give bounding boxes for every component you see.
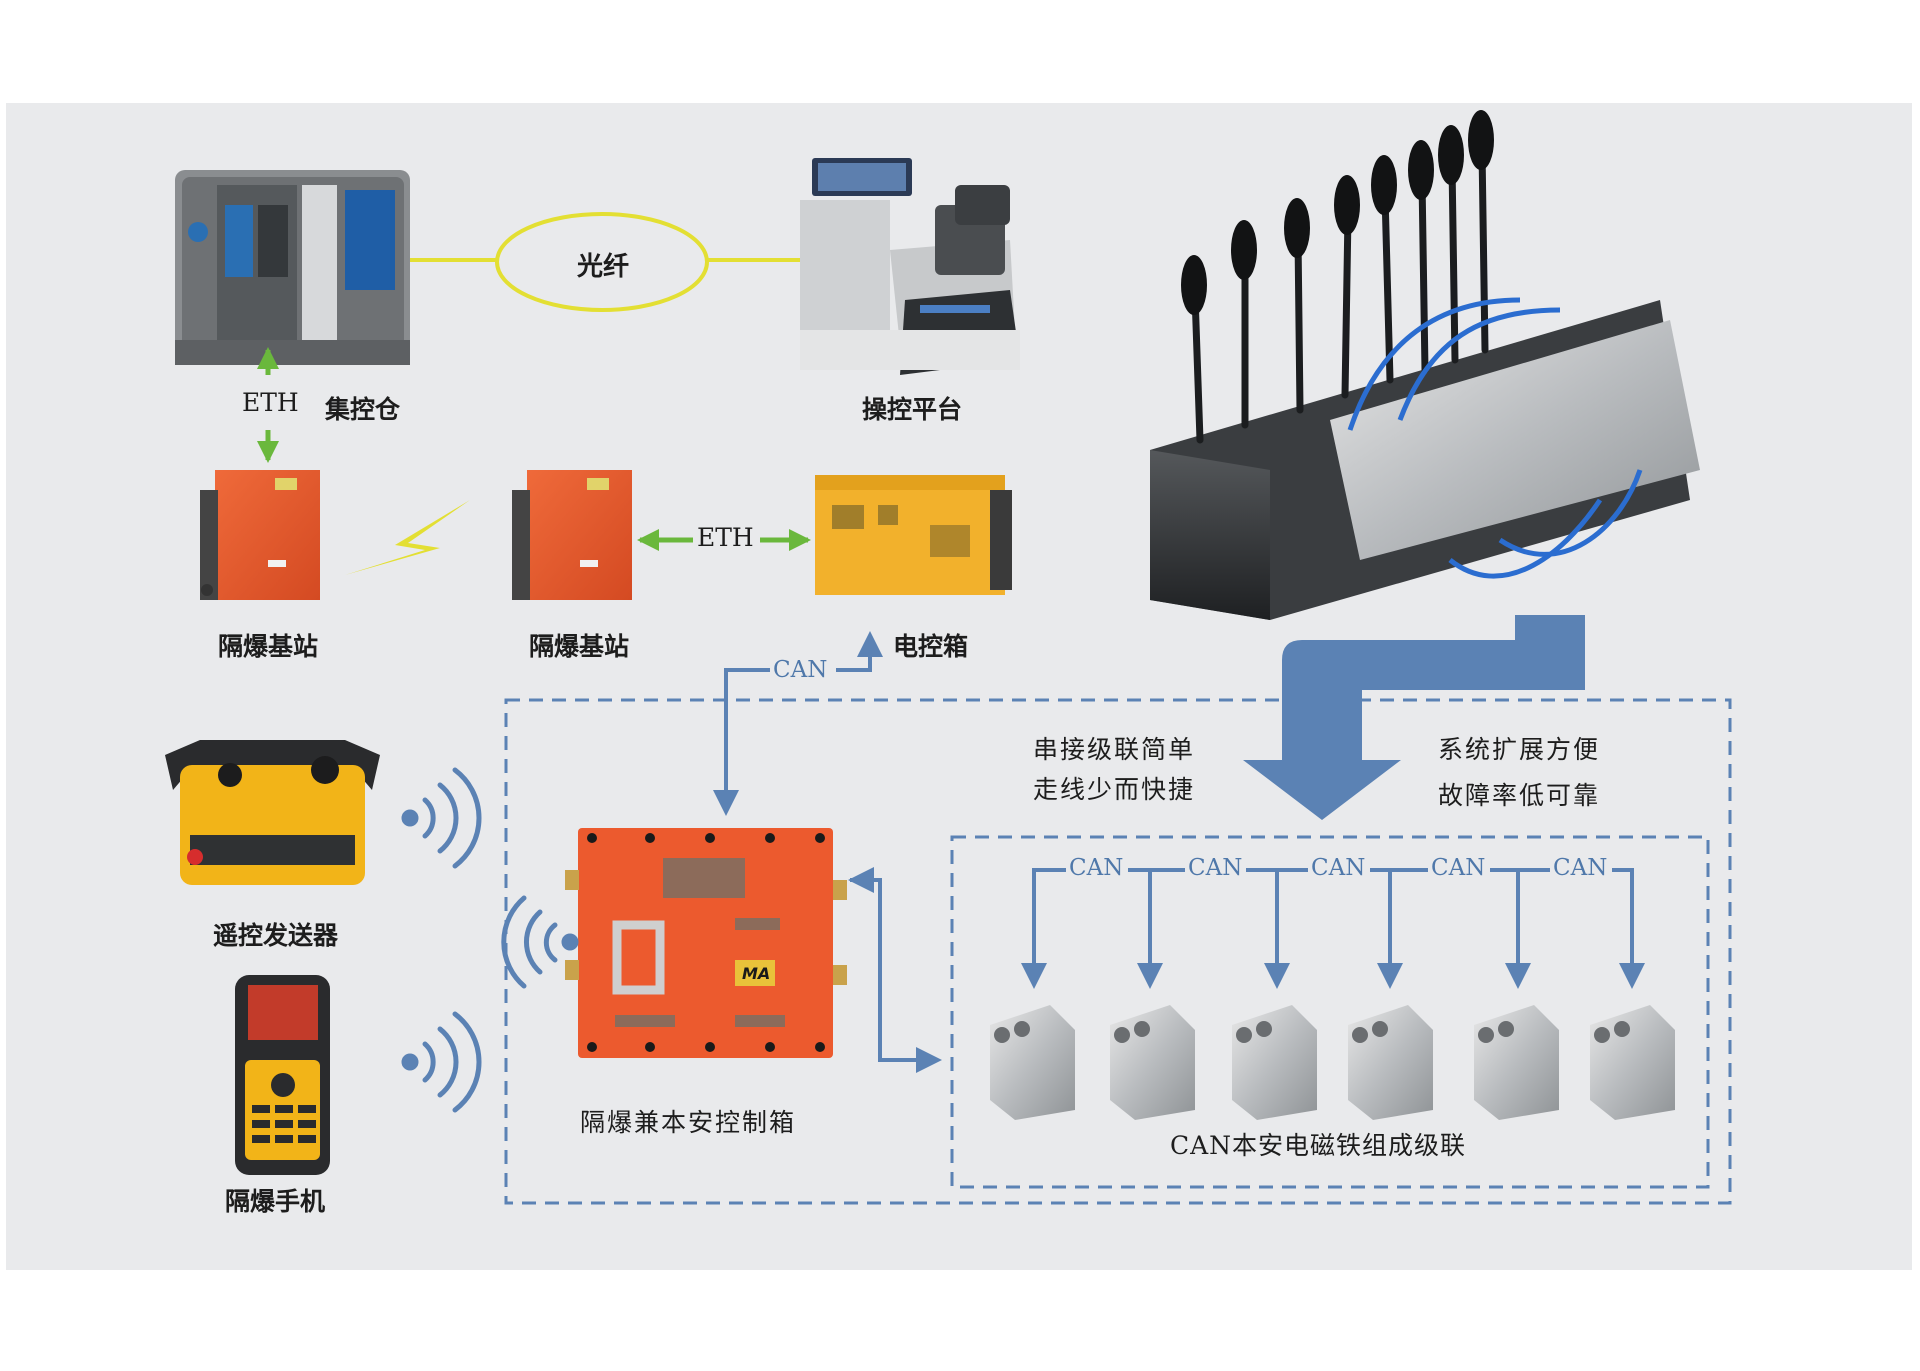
valve-chain-label: CAN本安电磁铁组成级联 xyxy=(1170,1131,1467,1160)
remote-transmitter-image xyxy=(165,740,380,885)
valve-bank-image xyxy=(1150,110,1700,620)
eth-horizontal-label: ETH xyxy=(693,523,758,552)
remote-transmitter-label: 遥控发送器 xyxy=(213,921,339,950)
solenoid-valve xyxy=(1590,1005,1675,1120)
base-station-2-label: 隔爆基站 xyxy=(529,632,630,661)
solenoid-valve xyxy=(1110,1005,1195,1120)
control-box-image: MA xyxy=(565,828,847,1058)
can-bus-label: CAN xyxy=(1066,855,1127,881)
electric-box-image xyxy=(815,475,1012,595)
control-box-label: 隔爆兼本安控制箱 xyxy=(580,1108,797,1137)
wifi-icon xyxy=(401,767,482,869)
can-bus-label: CAN xyxy=(1308,855,1369,881)
can-bus-label: CAN xyxy=(1185,855,1246,881)
eth-vertical-label: ETH xyxy=(238,388,303,417)
can-main-label: CAN xyxy=(770,657,831,683)
inner-dashed-boundary xyxy=(950,835,1710,1189)
explosion-proof-phone-image xyxy=(235,975,330,1175)
operator-platform-label: 操控平台 xyxy=(862,395,963,424)
fiber-ellipse xyxy=(495,212,709,312)
solenoid-valve xyxy=(1474,1005,1559,1120)
solenoid-valves xyxy=(990,1005,1675,1120)
fiber-label: 光纤 xyxy=(577,252,630,282)
base-station-1-image xyxy=(200,470,320,600)
central-cabin-label: 集控仓 xyxy=(325,395,401,424)
big-flow-arrow xyxy=(1243,615,1585,820)
operator-platform-image xyxy=(800,158,1020,375)
feature-left-2: 走线少而快捷 xyxy=(1033,775,1196,804)
feature-right-2: 故障率低可靠 xyxy=(1438,781,1601,810)
base-station-1-label: 隔爆基站 xyxy=(218,632,319,661)
wifi-icon xyxy=(401,1011,482,1113)
base-station-2-image xyxy=(512,470,632,600)
can-drop-arrows xyxy=(1021,868,1645,989)
solenoid-valve xyxy=(990,1005,1075,1120)
central-cabin-image xyxy=(175,170,410,365)
feature-left-1: 串接级联简单 xyxy=(1033,735,1196,764)
can-bus-label: CAN xyxy=(1550,855,1611,881)
wifi-icon xyxy=(501,895,579,989)
ma-logo: MA xyxy=(742,964,770,983)
explosion-proof-phone-label: 隔爆手机 xyxy=(225,1187,326,1216)
can-up-arrow xyxy=(836,631,883,672)
solenoid-valve xyxy=(1348,1005,1433,1120)
feature-right-1: 系统扩展方便 xyxy=(1438,735,1601,764)
can-bus-label: CAN xyxy=(1428,855,1489,881)
electric-box-label: 电控箱 xyxy=(893,632,969,661)
solenoid-valve xyxy=(1232,1005,1317,1120)
wireless-lightning-icon xyxy=(345,500,470,575)
